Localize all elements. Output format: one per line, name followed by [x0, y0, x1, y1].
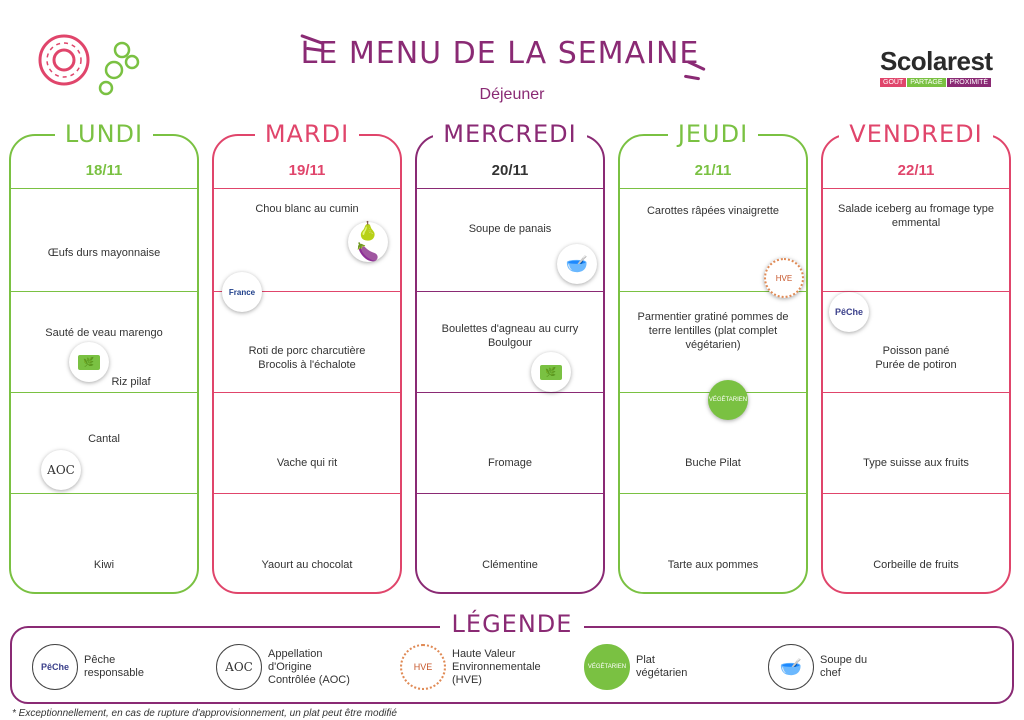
menu-item-side: Boulgour [487, 337, 533, 349]
meal-subtitle: Déjeuner [479, 86, 545, 103]
legend-item-aoc: AOC Appellation d'Origine Contrôlée (AOC… [216, 644, 358, 690]
row-divider [9, 493, 199, 494]
day-date: 22/11 [897, 162, 935, 179]
menu-item-starter: Œufs durs mayonnaise [47, 247, 161, 259]
row-divider [415, 493, 605, 494]
menu-item-dessert: Corbeille de fruits [873, 559, 959, 571]
row-divider [415, 188, 605, 189]
vegetarian-icon: VÉGÉTARIEN [584, 644, 630, 690]
row-divider [821, 291, 1011, 292]
day-name: VENDREDI [823, 120, 1009, 148]
france-origin-icon: France [222, 272, 262, 312]
row-divider [415, 392, 605, 393]
menu-item-dairy: Type suisse aux fruits [863, 457, 969, 469]
legend-label: Appellation d'Origine Contrôlée (AOC) [268, 647, 350, 686]
row-divider [821, 188, 1011, 189]
legend-item-hve: HVE Haute Valeur Environnementale (HVE) [400, 644, 552, 690]
day-name: JEUDI [620, 120, 806, 148]
menu-item-dessert: Yaourt au chocolat [261, 559, 353, 571]
tagline-word: GOÛT [880, 78, 907, 87]
menu-item-cheese: Fromage [487, 457, 533, 469]
day-name: MARDI [214, 120, 400, 148]
legend-box: LÉGENDE PêChe Pêche responsable AOC Appe… [10, 610, 1014, 704]
menu-item-side: Brocolis à l'échalote [258, 359, 356, 371]
aoc-icon: AOC [216, 644, 262, 690]
menu-item-dessert: Kiwi [93, 559, 115, 571]
tagline-word: PARTAGE [907, 78, 946, 87]
legend-label: Soupe du chef [820, 654, 868, 679]
row-divider [415, 291, 605, 292]
vegetarian-icon: VÉGÉTARIEN [708, 380, 748, 420]
day-column-jeudi: JEUDI 21/11 Carottes râpées vinaigrette … [618, 120, 808, 594]
menu-item-cheese: Vache qui rit [276, 457, 338, 469]
menu-item-starter: Carottes râpées vinaigrette [646, 205, 780, 217]
menu-item-main: Parmentier gratiné pommes de terre lenti… [637, 311, 789, 351]
legend-label: Haute Valeur Environnementale (HVE) [452, 647, 541, 686]
tagline-word: PROXIMITÉ [946, 78, 992, 87]
day-column-lundi: LUNDI 18/11 Œufs durs mayonnaise Sauté d… [9, 120, 199, 594]
page-title: LE MENU DE LA SEMAINE [300, 36, 700, 71]
scolarest-logo: Scolarest GOÛT PARTAGE PROXIMITÉ [880, 46, 1010, 96]
menu-item-main: Sauté de veau marengo [45, 327, 163, 339]
bio-icon: 🌿 [531, 352, 571, 392]
day-date: 21/11 [694, 162, 732, 179]
legend-title: LÉGENDE [12, 610, 1012, 638]
menu-item-cheese: Cantal [88, 433, 120, 445]
menu-item-main: Boulettes d'agneau au curry [441, 323, 579, 335]
legend-item-peche: PêChe Pêche responsable [32, 644, 164, 690]
menu-item-starter: Soupe de panais [468, 223, 552, 235]
aoc-icon: AOC [41, 450, 81, 490]
hve-icon: HVE [400, 644, 446, 690]
decorative-donut-icon [36, 30, 146, 100]
soup-icon: 🥣 [557, 244, 597, 284]
row-divider [9, 188, 199, 189]
seasonal-vegetable-icon: 🍐🍆 [348, 221, 388, 262]
soup-icon: 🥣 [768, 644, 814, 690]
brand-tagline: GOÛT PARTAGE PROXIMITÉ [880, 78, 1010, 87]
legend-label: Pêche responsable [84, 654, 144, 679]
row-divider [212, 188, 402, 189]
row-divider [618, 493, 808, 494]
row-divider [212, 392, 402, 393]
legend-label: Plat végétarien [636, 654, 688, 679]
brand-name: Scolarest [880, 46, 993, 76]
title-decoration [683, 74, 701, 81]
day-date: 20/11 [491, 162, 529, 179]
menu-item-dessert: Clémentine [482, 559, 538, 571]
menu-item-starter: Salade iceberg au fromage type emmental [838, 203, 994, 229]
day-column-vendredi: VENDREDI 22/11 Salade iceberg au fromage… [821, 120, 1011, 594]
menu-item-cheese: Buche Pilat [685, 457, 741, 469]
day-column-mardi: MARDI 19/11 Chou blanc au cumin Roti de … [212, 120, 402, 594]
hve-icon: HVE [764, 258, 804, 298]
day-name: LUNDI [11, 120, 197, 148]
menu-item-dessert: Tarte aux pommes [667, 559, 759, 571]
menu-item-side: Riz pilaf [111, 376, 151, 388]
menu-item-main: Roti de porc charcutière [248, 345, 366, 357]
day-column-mercredi: MERCREDI 20/11 Soupe de panais Boulettes… [415, 120, 605, 594]
menu-item-main: Poisson pané [882, 345, 950, 357]
row-divider [821, 392, 1011, 393]
row-divider [618, 188, 808, 189]
row-divider [9, 291, 199, 292]
legend-item-soupe: 🥣 Soupe du chef [768, 644, 880, 690]
menu-item-side: Purée de potiron [875, 359, 957, 371]
day-name: MERCREDI [417, 120, 603, 148]
row-divider [212, 493, 402, 494]
row-divider [212, 291, 402, 292]
day-date: 19/11 [288, 162, 326, 179]
row-divider [618, 291, 808, 292]
peche-responsable-icon: PêChe [32, 644, 78, 690]
day-date: 18/11 [85, 162, 123, 179]
menu-item-starter: Chou blanc au cumin [255, 203, 359, 215]
row-divider [9, 392, 199, 393]
row-divider [821, 493, 1011, 494]
bio-icon: 🌿 [69, 342, 109, 382]
legend-item-vegetarien: VÉGÉTARIEN Plat végétarien [584, 644, 706, 690]
footnote: * Exceptionnellement, en cas de rupture … [12, 708, 397, 719]
peche-responsable-icon: PêChe [829, 292, 869, 332]
